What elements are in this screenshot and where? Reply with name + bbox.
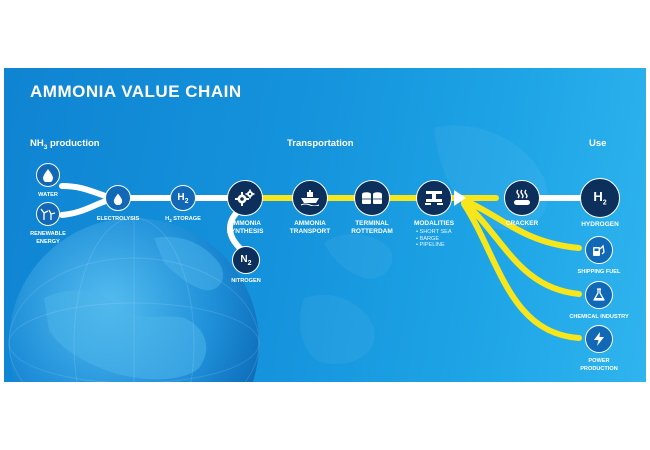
n2-symbol: N2 <box>240 253 252 267</box>
water-node <box>36 163 60 187</box>
h2-storage-label: H2 STORAGE <box>165 216 201 224</box>
terminal-node <box>354 180 390 216</box>
modalities-label: MODALITIES <box>413 220 455 227</box>
page-title: AMMONIA VALUE CHAIN <box>30 82 242 101</box>
lightning-icon <box>594 332 604 346</box>
shipping-fuel-node <box>585 236 613 264</box>
ship-icon <box>300 190 320 206</box>
ammonia-synthesis-node <box>227 180 263 216</box>
background-art <box>8 125 582 382</box>
shipping-fuel-label: SHIPPING FUEL <box>577 269 621 275</box>
modalities-node <box>416 180 452 216</box>
section-use: Use <box>589 138 607 149</box>
heat-icon <box>514 189 530 205</box>
power-production-node <box>585 325 613 353</box>
chemical-industry-node <box>585 281 613 309</box>
section-production: NH3 production <box>30 138 100 151</box>
nitrogen-label: NITROGEN <box>231 278 261 284</box>
hydrogen-label: HYDROGEN <box>581 221 619 228</box>
modality-item: • SHORT SEA <box>416 229 452 235</box>
renewable-energy-node <box>36 202 60 226</box>
tank-icon <box>362 192 382 204</box>
h2-storage-node: H2 <box>170 185 196 211</box>
value-chain-banner: AMMONIA VALUE CHAIN NH3 production Trans… <box>4 68 646 382</box>
gear-icon <box>235 189 255 206</box>
electrolysis-label: ELECTROLYSIS <box>96 216 140 222</box>
wind-turbine-icon <box>40 208 56 220</box>
pipe-icon <box>425 191 443 205</box>
chemical-industry-label: CHEMICAL INDUSTRY <box>569 314 629 320</box>
cracker-label: CRACKER <box>505 220 539 227</box>
modalities-list: • SHORT SEA • BARGE • PIPELINE <box>416 229 452 249</box>
drop-icon <box>43 169 53 182</box>
water-label: WATER <box>38 192 58 198</box>
modality-item: • PIPELINE <box>416 242 445 248</box>
hydrogen-node: H2 <box>580 178 620 218</box>
nitrogen-node: N2 <box>232 246 260 274</box>
h2-symbol: H2 <box>177 191 189 205</box>
cracker-node <box>504 180 540 216</box>
ammonia-transport-node <box>292 180 328 216</box>
modality-item: • BARGE <box>416 235 440 242</box>
section-transportation: Transportation <box>287 138 354 149</box>
flask-icon <box>593 288 605 301</box>
drop-icon <box>113 193 123 205</box>
fuel-pump-icon <box>593 244 605 256</box>
electrolysis-node <box>105 185 131 211</box>
h2-symbol: H2 <box>593 189 607 207</box>
